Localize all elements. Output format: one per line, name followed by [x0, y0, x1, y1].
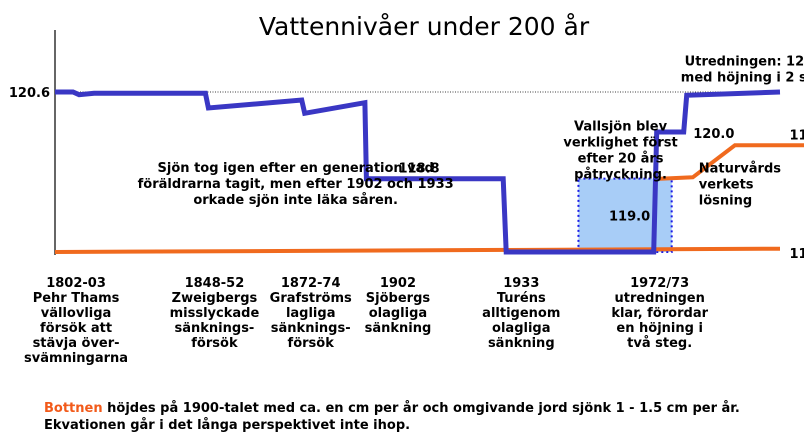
event-label-line: två steg.	[627, 336, 692, 351]
event-label-line: svämningarna	[24, 351, 128, 366]
annotation-line: efter 20 års	[578, 152, 664, 167]
annotation-line: med höjning i 2 steg	[681, 70, 804, 85]
annotation-line: föräldrarna tagit, men efter 1902 och 19…	[138, 177, 454, 192]
event-label-line: Grafströms	[270, 291, 352, 306]
annotation-line: Utredningen: 120.5	[685, 54, 804, 69]
event-label-line: klar, förordar	[611, 306, 708, 321]
y-tick-label: 120.6	[9, 86, 50, 101]
event-label-line: 1802-03	[46, 276, 106, 291]
annotation: Utredningen: 120.5med höjning i 2 steg	[681, 54, 804, 85]
event-label-line: 1933	[503, 276, 539, 291]
footer-line-2: Ekvationen går i det långa perspektivet …	[44, 418, 411, 433]
event-label-line: utredningen	[614, 291, 704, 306]
annotation-line: verkets	[699, 178, 754, 193]
annotation-line: verklighet först	[563, 136, 677, 151]
point-label: 120.0	[693, 127, 734, 142]
series-bottom-level	[54, 246, 781, 254]
footer-highlight: Bottnen	[44, 401, 103, 416]
event-label-line: olagliga	[492, 321, 550, 336]
event-label-line: vällovliga	[41, 306, 112, 321]
annotation-line: Sjön tog igen efter en generation vad	[158, 161, 434, 176]
event-label-line: försök	[288, 336, 335, 351]
event-label-line: alltigenom	[482, 306, 560, 321]
event-label-line: stävja över-	[33, 336, 120, 351]
annotation-line: Vallsjön blev	[574, 120, 668, 135]
event-label-line: Zweigbergs	[172, 291, 258, 306]
footer-line-1-rest: höjdes på 1900-talet med ca. en cm per å…	[102, 401, 740, 416]
chart-title: Vattennivåer under 200 år	[259, 12, 590, 41]
event-label-line: en höjning i	[616, 321, 703, 336]
event-label-line: sänkning	[488, 336, 555, 351]
annotation-line: påtryckning.	[574, 168, 667, 183]
event-label-line: 1972/73	[630, 276, 689, 291]
event-label-line: Pehr Thams	[33, 291, 120, 306]
series-naturvardsverket	[659, 143, 804, 181]
event-label-line: 1872-74	[281, 276, 341, 291]
point-label: 119.8	[790, 128, 804, 143]
event-label-line: försök	[191, 336, 238, 351]
event-label-line: 1902	[380, 276, 416, 291]
point-label: 119.0	[609, 209, 650, 224]
point-label: 118.8	[398, 162, 439, 177]
event-label-line: lagliga	[286, 306, 336, 321]
event-label-line: Turéns	[497, 291, 546, 306]
annotation-line: orkade sjön inte läka såren.	[193, 193, 398, 208]
annotation-line: Naturvårds	[699, 162, 781, 177]
event-label-line: sänknings-	[175, 321, 255, 336]
footer-line-1: Bottnen höjdes på 1900-talet med ca. en …	[44, 400, 740, 417]
annotation-line: lösning	[699, 194, 752, 209]
series-water-level	[55, 89, 781, 255]
event-label-line: misslyckade	[170, 306, 260, 321]
event-label-line: Sjöbergs	[366, 291, 431, 306]
event-label-line: sänkning	[365, 321, 432, 336]
event-label-line: olagliga	[369, 306, 427, 321]
footer-note: Bottnen höjdes på 1900-talet med ca. en …	[44, 400, 740, 434]
event-label-line: sänknings-	[271, 321, 351, 336]
event-label-line: 1848-52	[185, 276, 245, 291]
event-label-line: försök att	[40, 321, 112, 336]
point-label: 118.2	[790, 247, 804, 262]
